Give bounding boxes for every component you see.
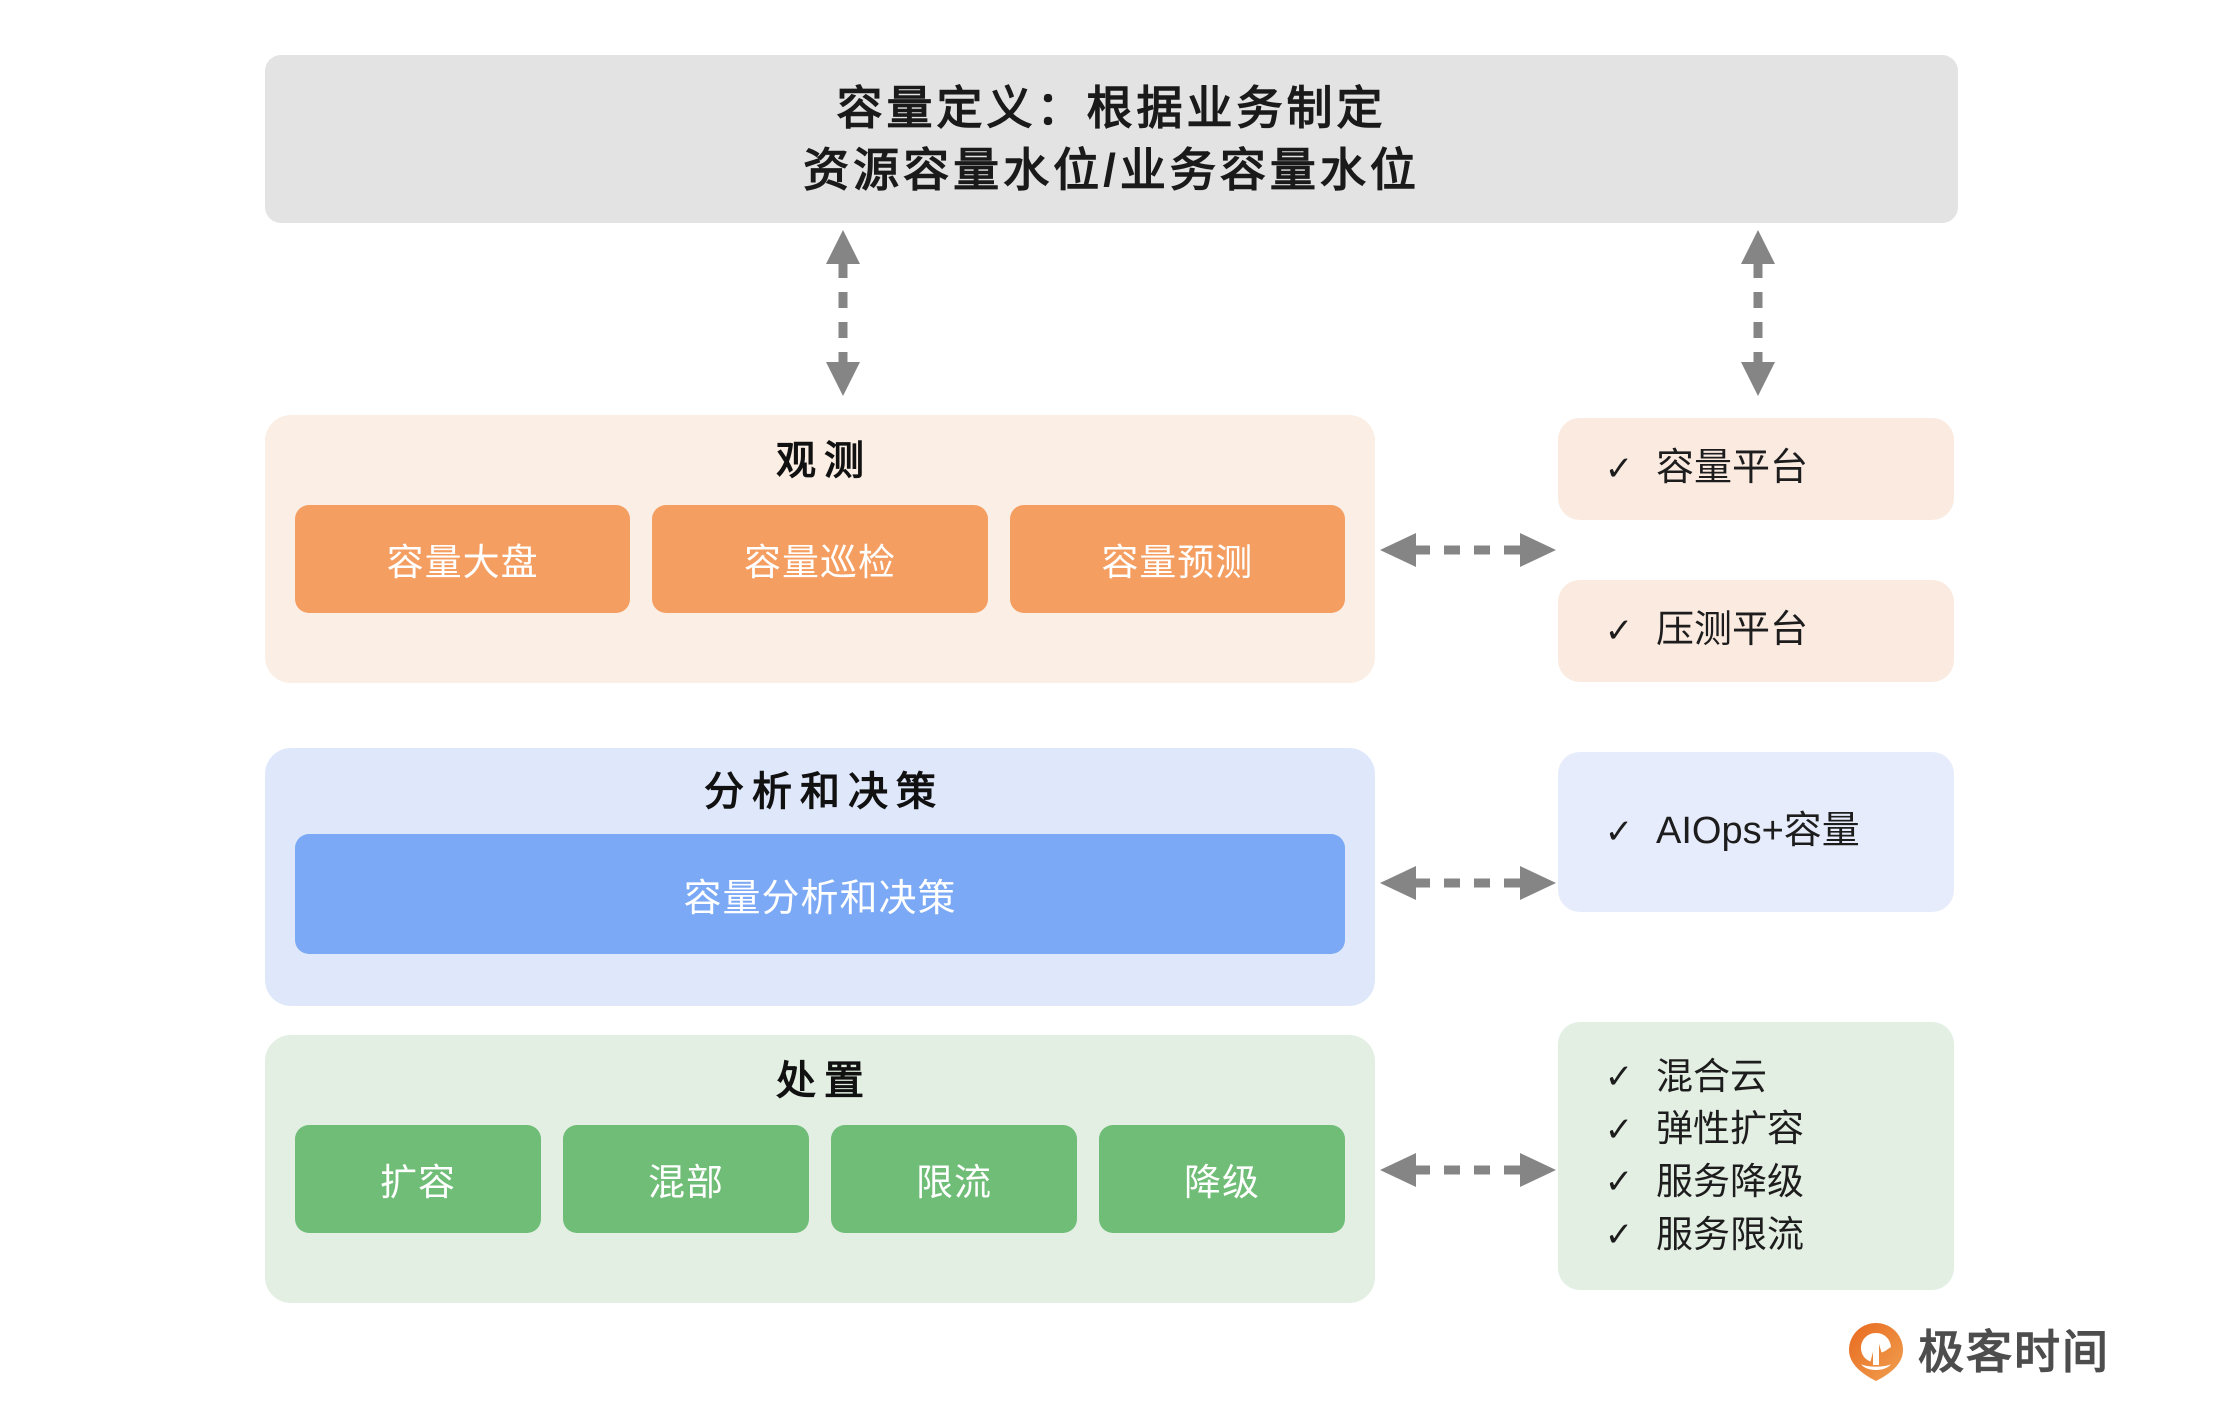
check-item-elastic-scaling: ✓ 弹性扩容 xyxy=(1604,1103,1954,1156)
dispose-panel: 处置 扩容 混部 限流 降级 xyxy=(265,1035,1375,1303)
capacity-definition-banner: 容量定义：根据业务制定 资源容量水位/业务容量水位 xyxy=(265,55,1958,223)
check-item-label: 压测平台 xyxy=(1656,609,1809,652)
dispose-pill-colocation[interactable]: 混部 xyxy=(563,1125,809,1233)
observe-pill-row: 容量大盘 容量巡检 容量预测 xyxy=(295,505,1345,613)
analyze-panel-title: 分析和决策 xyxy=(704,770,944,814)
banner-line-2: 资源容量水位/业务容量水位 xyxy=(803,144,1420,196)
vertical-dashed-arrow-left xyxy=(820,228,866,398)
check-icon: ✓ xyxy=(1604,812,1634,851)
side-card-dispose-list[interactable]: ✓ 混合云 ✓ 弹性扩容 ✓ 服务降级 ✓ 服务限流 xyxy=(1558,1022,1954,1290)
check-icon: ✓ xyxy=(1604,611,1634,650)
analyze-bar-capacity-analysis-decision[interactable]: 容量分析和决策 xyxy=(295,834,1345,954)
check-item-capacity-platform: ✓ 容量平台 xyxy=(1604,442,1954,496)
dispose-pill-scale-out[interactable]: 扩容 xyxy=(295,1125,541,1233)
check-item-label: 服务降级 xyxy=(1656,1161,1804,1202)
vertical-dashed-arrow-right xyxy=(1735,228,1781,398)
geektime-wordmark: 极客时间 xyxy=(1918,1326,2110,1378)
banner-line-1: 容量定义：根据业务制定 xyxy=(836,81,1387,134)
dispose-pill-rate-limit[interactable]: 限流 xyxy=(831,1125,1077,1233)
observe-pill-capacity-inspection[interactable]: 容量巡检 xyxy=(652,505,988,613)
check-item-stress-platform: ✓ 压测平台 xyxy=(1604,604,1954,658)
observe-panel: 观测 容量大盘 容量巡检 容量预测 xyxy=(265,415,1375,683)
check-item-label: 容量平台 xyxy=(1656,447,1809,490)
dispose-pill-degrade[interactable]: 降级 xyxy=(1099,1125,1345,1233)
check-item-service-rate-limit: ✓ 服务限流 xyxy=(1604,1209,1954,1262)
dispose-panel-title: 处置 xyxy=(776,1059,872,1103)
dispose-pill-row: 扩容 混部 限流 降级 xyxy=(295,1125,1345,1233)
check-icon: ✓ xyxy=(1604,1215,1634,1254)
side-card-capacity-platform[interactable]: ✓ 容量平台 xyxy=(1558,418,1954,520)
geektime-logo-icon xyxy=(1848,1322,1904,1382)
geektime-logo: 极客时间 xyxy=(1848,1322,2110,1382)
check-item-label: 混合云 xyxy=(1656,1055,1767,1097)
horizontal-dashed-arrow-observe xyxy=(1378,527,1558,573)
side-card-aiops[interactable]: ✓ AIOps+容量 xyxy=(1558,752,1954,912)
analyze-panel: 分析和决策 容量分析和决策 xyxy=(265,748,1375,1006)
check-item-label: 弹性扩容 xyxy=(1656,1108,1804,1150)
side-card-stress-platform[interactable]: ✓ 压测平台 xyxy=(1558,580,1954,682)
check-item-aiops: ✓ AIOps+容量 xyxy=(1604,805,1954,859)
check-item-label: AIOps+容量 xyxy=(1656,810,1860,853)
check-item-service-degradation: ✓ 服务降级 xyxy=(1604,1156,1954,1209)
observe-pill-capacity-dashboard[interactable]: 容量大盘 xyxy=(295,505,631,613)
horizontal-dashed-arrow-analyze xyxy=(1378,860,1558,906)
observe-panel-title: 观测 xyxy=(776,439,872,483)
check-icon: ✓ xyxy=(1604,1163,1634,1202)
check-item-hybrid-cloud: ✓ 混合云 xyxy=(1604,1051,1954,1104)
check-icon: ✓ xyxy=(1604,1058,1634,1097)
check-item-label: 服务限流 xyxy=(1656,1213,1804,1255)
horizontal-dashed-arrow-dispose xyxy=(1378,1147,1558,1193)
check-icon: ✓ xyxy=(1604,1110,1634,1149)
observe-pill-capacity-forecast[interactable]: 容量预测 xyxy=(1009,505,1345,613)
check-icon: ✓ xyxy=(1604,449,1634,488)
